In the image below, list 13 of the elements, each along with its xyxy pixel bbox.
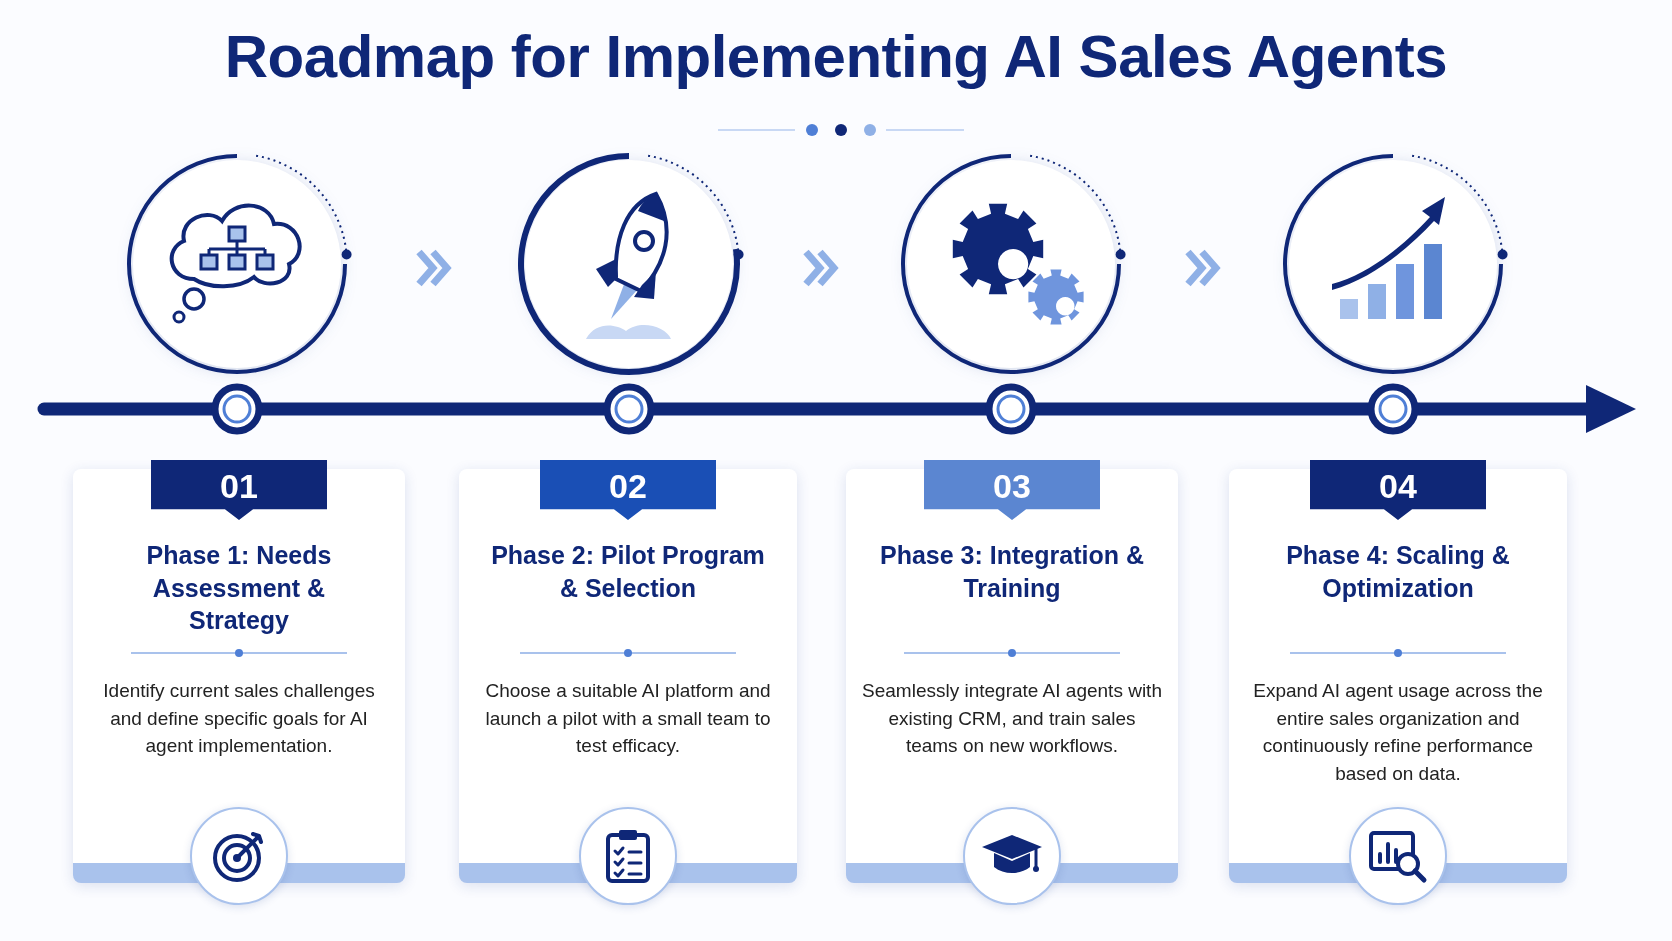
phase-description: Identify current sales challenges and define specific goals for AI agent implementation. [102, 679, 376, 759]
phase-number-badge: 04 [1310, 460, 1486, 520]
phase-heading: Phase 1: Needs Assessment & Strategy [145, 540, 333, 636]
phase-number-badge: 02 [540, 460, 716, 520]
phase-heading: Phase 2: Pilot Program & Selection [490, 540, 766, 604]
phase-description: Seamlessly integrate AI agents with existing CRM, and train sales teams on new workflows. [861, 679, 1163, 759]
phase-number-badge: 03 [924, 460, 1100, 520]
phase-description: Choose a suitable AI platform and launch a pilot with a small team to test efficacy. [484, 679, 772, 759]
phase-heading: Phase 3: Integration & Training [879, 540, 1145, 604]
phase-number-badge: 01 [151, 460, 327, 520]
title: Roadmap for Implementing AI Sales Agents [223, 22, 1449, 91]
phase-description: Expand AI agent usage across the entire sales organization and continuously refine performance based on data. [1252, 679, 1544, 786]
phase-heading: Phase 4: Scaling & Optimization [1285, 540, 1511, 604]
